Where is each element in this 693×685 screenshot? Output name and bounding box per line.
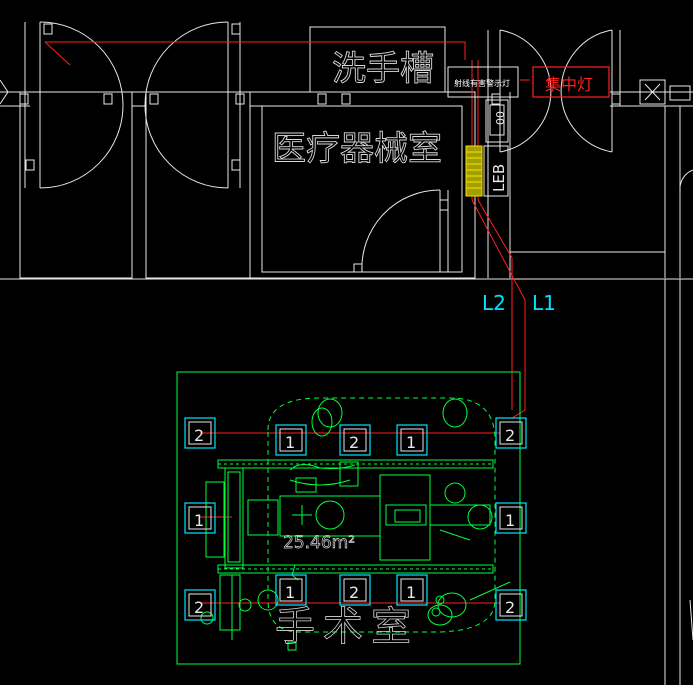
ceiling-rails bbox=[217, 459, 494, 574]
walls bbox=[0, 26, 693, 685]
panel-p12-value: 2 bbox=[505, 598, 515, 617]
fuse-symbol: 00 bbox=[494, 111, 507, 125]
radiation-warning-label: 射线有害警示灯 bbox=[454, 78, 510, 88]
surgical-equipment bbox=[200, 398, 511, 651]
panel-p11-value: 1 bbox=[406, 583, 416, 602]
panel-p1-value: 2 bbox=[194, 426, 204, 445]
panel-p7: 1 bbox=[495, 502, 527, 534]
panel-group: 2 1 2 1 2 1 1 bbox=[184, 417, 527, 621]
panel-p7-value: 1 bbox=[505, 511, 515, 530]
fuse-inner bbox=[489, 104, 505, 136]
panel-p11: 1 bbox=[396, 574, 428, 606]
equipment-room-label: 医疗器械室 bbox=[272, 129, 442, 169]
panel-p5: 2 bbox=[495, 417, 527, 449]
panel-p9-value: 1 bbox=[285, 583, 295, 602]
shield-dashed-area bbox=[267, 397, 496, 633]
leb-box bbox=[483, 145, 509, 197]
washbasin-label: 洗手槽 bbox=[332, 49, 434, 89]
panel-p5-value: 2 bbox=[505, 426, 515, 445]
operating-room-label: 手术室 bbox=[275, 604, 419, 650]
panel-p6-value: 1 bbox=[194, 511, 204, 530]
central-light-box bbox=[532, 66, 610, 98]
panel-p2-value: 1 bbox=[285, 433, 295, 452]
fuse-box bbox=[485, 99, 509, 143]
panel-p4-value: 1 bbox=[406, 433, 416, 452]
panel-p8-value: 2 bbox=[194, 598, 204, 617]
panel-p4: 1 bbox=[396, 424, 428, 456]
panel-p3: 2 bbox=[339, 424, 371, 456]
panel-p1: 2 bbox=[184, 417, 216, 449]
leb-label: LEB bbox=[490, 164, 508, 192]
line-l2-label: L2 bbox=[482, 291, 506, 315]
central-light-label: 集中灯 bbox=[545, 75, 593, 94]
area-label: 25.46m² bbox=[283, 533, 355, 553]
panel-p9: 1 bbox=[275, 574, 307, 606]
panel-p12: 2 bbox=[495, 589, 527, 621]
line-l1-label: L1 bbox=[532, 291, 556, 315]
red-wiring bbox=[44, 41, 530, 604]
operating-room-outline bbox=[176, 371, 521, 665]
panel-p8: 2 bbox=[184, 589, 216, 621]
panel-p10-value: 2 bbox=[349, 583, 359, 602]
panel-p6: 1 bbox=[184, 502, 216, 534]
panel-p3-value: 2 bbox=[349, 433, 359, 452]
panel-p10: 2 bbox=[339, 574, 371, 606]
radiation-warning-box bbox=[447, 66, 519, 98]
leb-hatch-lines bbox=[466, 151, 482, 189]
panel-p2: 1 bbox=[275, 424, 307, 456]
